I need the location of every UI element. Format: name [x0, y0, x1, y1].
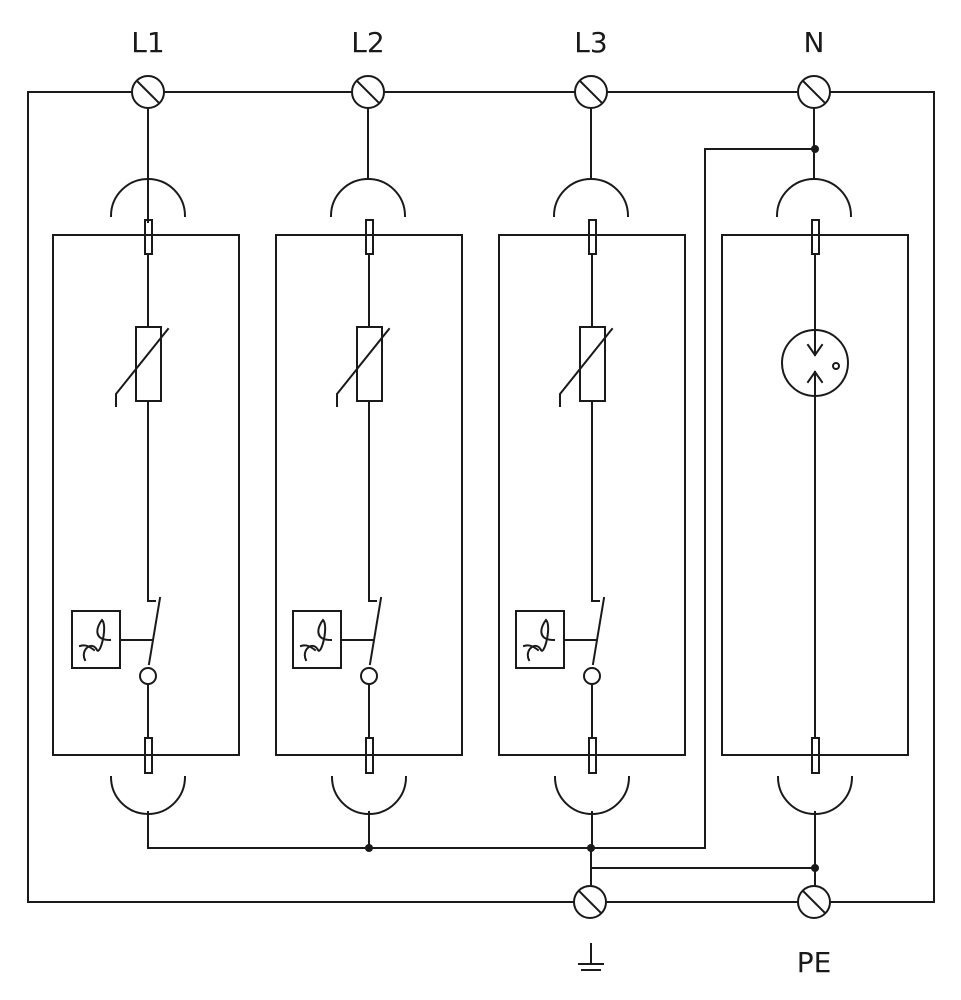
label-l1: L1: [131, 26, 164, 59]
terminal-l2-icon: [351, 75, 385, 109]
plug-socket-top-icon: [329, 178, 407, 218]
terminal-l3-icon: [574, 75, 608, 109]
plug-socket-bottom-icon: [553, 775, 631, 815]
varistor-icon: [559, 326, 614, 407]
module-l2: [275, 107, 463, 849]
label-n: N: [804, 26, 825, 59]
label-l3: L3: [574, 26, 607, 59]
terminal-n-icon: [797, 75, 831, 109]
plug-socket-bottom-icon: [776, 775, 854, 815]
plug-contact-top: [588, 219, 597, 255]
module-l1: [52, 107, 240, 849]
plug-contact-bottom: [144, 737, 153, 774]
junction-dot: [811, 864, 819, 872]
plug-contact-bottom: [365, 737, 374, 774]
outer-frame-wire: [27, 91, 935, 903]
junction-dot: [587, 844, 595, 852]
module-housing: [498, 234, 686, 756]
thermal-disconnector-icon: [292, 596, 383, 685]
plug-socket-top-icon: [775, 178, 853, 218]
terminal-earth-icon: [573, 885, 607, 919]
module-n: [721, 107, 909, 887]
plug-contact-bottom: [811, 737, 820, 774]
common-bus-wire: [147, 148, 816, 887]
plug-contact-bottom: [588, 737, 597, 774]
plug-socket-bottom-icon: [330, 775, 408, 815]
junction-dot: [811, 145, 819, 153]
module-housing: [721, 234, 909, 756]
plug-socket-bottom-icon: [109, 775, 187, 815]
terminal-pe-icon: [797, 885, 831, 919]
plug-socket-top-icon: [552, 178, 630, 218]
module-housing: [52, 234, 240, 756]
plug-contact-top: [365, 219, 374, 255]
plug-contact-top: [144, 219, 153, 255]
plug-contact-top: [811, 219, 820, 255]
label-pe: PE: [797, 946, 832, 979]
thermal-disconnector-icon: [71, 596, 162, 685]
thermal-disconnector-icon: [515, 596, 606, 685]
varistor-icon: [336, 326, 391, 407]
module-l3: [498, 107, 686, 849]
junction-dot: [365, 844, 373, 852]
earth-ground-icon: [578, 943, 604, 971]
label-l2: L2: [351, 26, 384, 59]
varistor-icon: [115, 326, 170, 407]
terminal-l1-icon: [131, 75, 165, 109]
module-housing: [275, 234, 463, 756]
